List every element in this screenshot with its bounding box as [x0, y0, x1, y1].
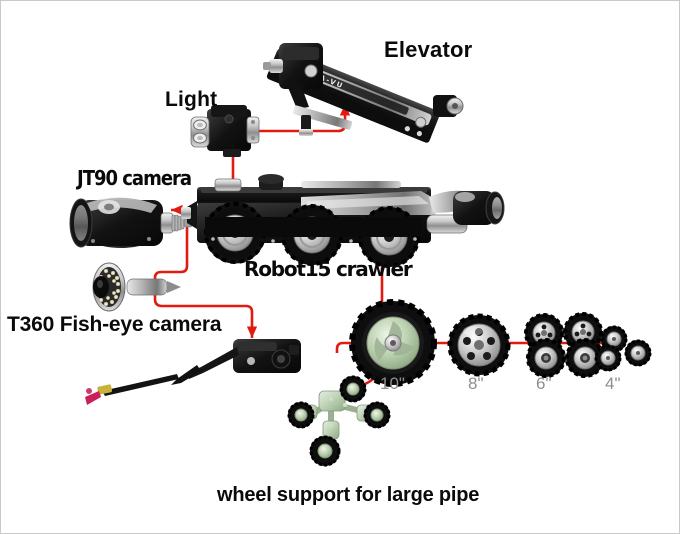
wheel-4-inch [594, 325, 652, 372]
label-light: Light [165, 88, 218, 111]
wheel-set [349, 299, 652, 387]
wheel-10-inch [349, 299, 437, 387]
part-extension-arm [85, 339, 301, 405]
label-wheel-size-8: 8" [468, 374, 484, 393]
part-light [190, 105, 260, 157]
part-jt90-camera [69, 197, 193, 248]
connector-to-t360 [161, 265, 189, 274]
wheel-6-inch [524, 312, 605, 378]
label-t360-fisheye-camera: T360 Fish-eye camera [7, 313, 222, 336]
label-wheel-size-4: 4" [605, 374, 621, 393]
part-elevator: AQUA-VU [263, 43, 464, 143]
label-wheel-support: wheel support for large pipe [217, 484, 480, 506]
part-wheel-support-assembly [287, 375, 391, 467]
wheel-8-inch [447, 313, 511, 377]
connector-t360-to-arm [153, 270, 258, 338]
label-wheel-size-6: 6" [536, 374, 552, 393]
part-t360-fisheye-camera [92, 262, 181, 312]
label-elevator: Elevator [384, 37, 473, 62]
label-robot15-crawler: Robot15 crawler [244, 257, 413, 281]
label-jt90-camera: JT90 camera [77, 166, 192, 190]
connector-wheel-bus-left [335, 341, 344, 353]
label-wheel-size-10: 10" [380, 374, 405, 393]
part-robot15-crawler [181, 174, 505, 268]
